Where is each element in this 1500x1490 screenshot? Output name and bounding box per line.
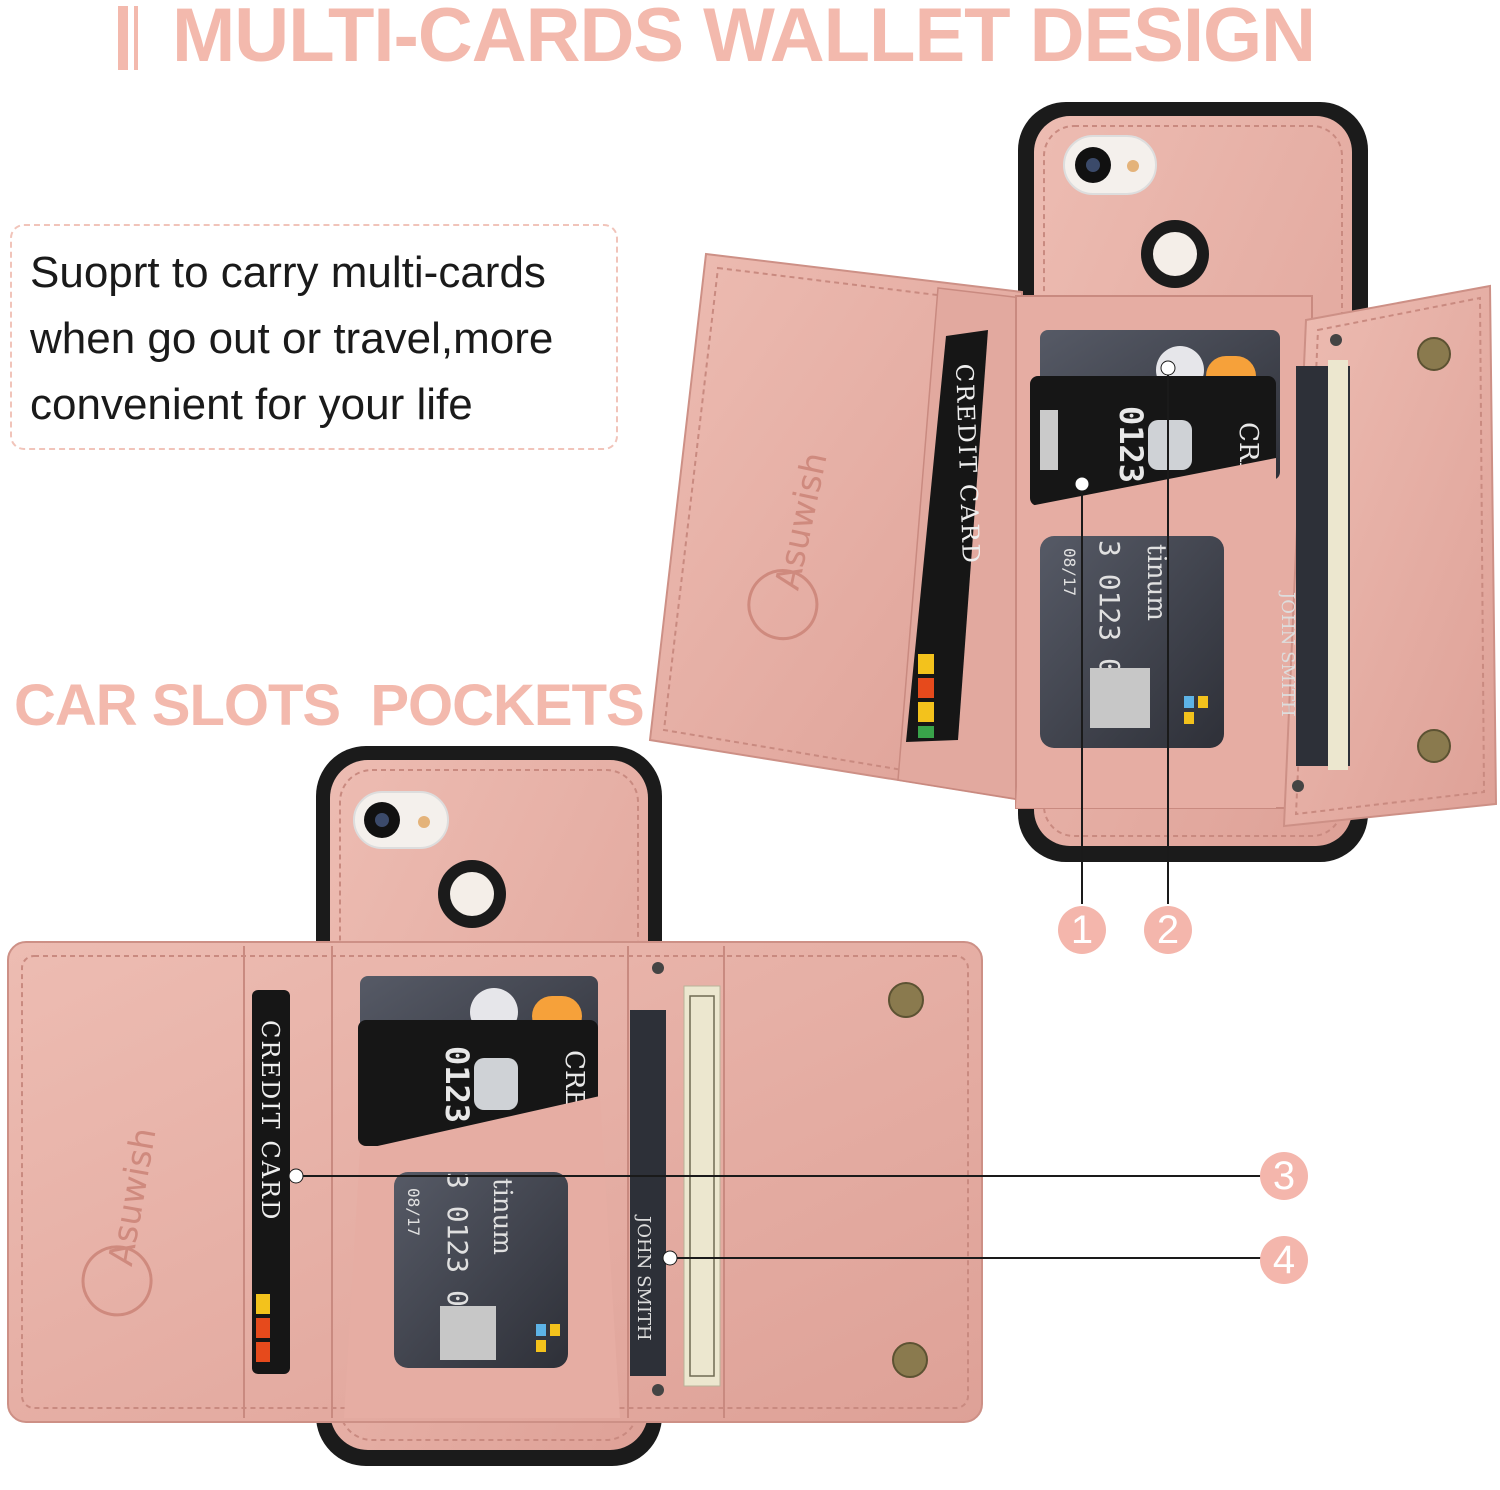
marker-3: 3 [1260, 1152, 1308, 1200]
svg-text:0123: 0123 [438, 1046, 476, 1123]
snap-button-icon [1417, 337, 1451, 371]
snap-button-icon [892, 1342, 928, 1378]
svg-text:CREDIT CARD: CREDIT CARD [256, 1020, 284, 1221]
flash-icon [1127, 160, 1139, 172]
svg-text:JOHN SMITH: JOHN SMITH [1277, 590, 1298, 717]
marker-2: 2 [1144, 906, 1192, 954]
svg-text:tinum: tinum [487, 1178, 517, 1255]
section-label: CAR SLOTS POCKETS [14, 673, 645, 738]
bottom-wallet-phone: Asuwish CREDIT CARD 0123 CRE 3 0123 0123… [7, 746, 983, 1466]
svg-text:08/17: 08/17 [1060, 548, 1079, 596]
callout-line: Suoprt to carry multi-cards [30, 248, 546, 297]
top-wallet-phone: CREDIT CARD Asuwish 0123 CRE 3 0123 0123… [648, 102, 1498, 862]
callout-text: Suoprt to carry multi-cards when go out … [30, 240, 620, 438]
snap-button-icon [888, 982, 924, 1018]
callout-line: convenient for your life [30, 380, 473, 429]
snap-button-icon [1417, 729, 1451, 763]
svg-text:08/17: 08/17 [404, 1188, 423, 1236]
svg-text:0123: 0123 [1112, 406, 1150, 483]
marker-4: 4 [1260, 1236, 1308, 1284]
page-title: MULTI-CARDS WALLET DESIGN [0, 0, 1500, 80]
credit-card-vertical [906, 330, 988, 742]
card-chip-icon [474, 1058, 518, 1110]
marker-1: 1 [1058, 906, 1106, 954]
id-window [394, 1172, 568, 1368]
id-window [1040, 536, 1224, 748]
svg-text:JOHN SMITH: JOHN SMITH [633, 1214, 654, 1341]
cash-slot-card [630, 1010, 666, 1376]
credit-card-vertical [252, 990, 290, 1374]
svg-text:CRE: CRE [559, 1050, 589, 1108]
title-accent-bars [118, 6, 158, 70]
feature-callout: Suoprt to carry multi-cards when go out … [10, 224, 618, 450]
callout-line: when go out or travel,more [30, 314, 554, 363]
svg-text:tinum: tinum [1141, 544, 1171, 621]
title-text: MULTI-CARDS WALLET DESIGN [172, 0, 1316, 78]
flash-icon [418, 816, 430, 828]
card-chip-icon [1148, 420, 1192, 470]
